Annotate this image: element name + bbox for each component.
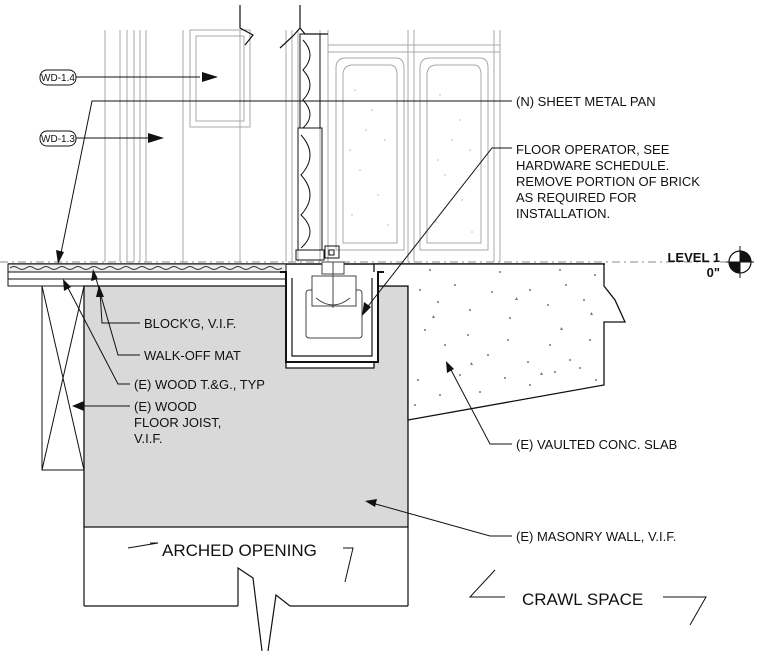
note-floor-operator-line-4: AS REQUIRED FOR xyxy=(516,190,637,205)
level-elevation: 0" xyxy=(707,265,720,280)
label-arched-opening: ARCHED OPENING xyxy=(162,541,317,560)
level-name: LEVEL 1 xyxy=(667,250,720,265)
level-label: LEVEL 1 0" xyxy=(667,250,720,280)
detail-ref-wd13: WD-1.3 xyxy=(41,134,75,145)
note-floor-operator-line-1: FLOOR OPERATOR, SEE xyxy=(516,142,670,157)
level-marker xyxy=(726,246,754,278)
note-masonry-wall: (E) MASONRY WALL, V.I.F. xyxy=(516,529,676,544)
door-panel-stipple xyxy=(349,89,473,233)
note-walk-off-mat: WALK-OFF MAT xyxy=(144,348,241,363)
detail-ref-wd14: WD-1.4 xyxy=(41,73,75,84)
detail-ref-labels: WD-1.4 WD-1.3 xyxy=(41,73,75,145)
note-vaulted-slab: (E) VAULTED CONC. SLAB xyxy=(516,437,677,452)
note-wood-tg: (E) WOOD T.&G., TYP xyxy=(134,377,265,392)
concrete-stipple xyxy=(414,269,597,406)
callout-notes: (N) SHEET METAL PAN FLOOR OPERATOR, SEE … xyxy=(134,94,700,544)
walk-off-mat xyxy=(7,263,287,273)
leader-lines xyxy=(59,76,707,626)
floor-operator xyxy=(305,261,363,339)
leader-arrowheads xyxy=(56,72,454,507)
note-floor-joist-line-3: V.I.F. xyxy=(134,431,162,446)
note-blocking: BLOCK'G, V.I.F. xyxy=(144,316,236,331)
detail-ref-bubbles xyxy=(39,69,77,147)
note-floor-operator-line-5: INSTALLATION. xyxy=(516,206,610,221)
note-floor-operator-line-3: REMOVE PORTION OF BRICK xyxy=(516,174,700,189)
note-sheet-metal-pan: (N) SHEET METAL PAN xyxy=(516,94,656,109)
door-frame-background xyxy=(104,29,501,262)
note-floor-joist-line-1: (E) WOOD xyxy=(134,399,197,414)
label-crawl-space: CRAWL SPACE xyxy=(522,590,643,609)
top-break-line xyxy=(239,5,328,49)
area-labels: ARCHED OPENING CRAWL SPACE xyxy=(162,541,643,609)
decorative-mullion xyxy=(295,33,340,261)
wood-tg-flooring xyxy=(7,271,287,287)
vaulted-concrete-slab xyxy=(373,263,627,421)
floor-joist xyxy=(41,285,85,471)
note-floor-operator-line-2: HARDWARE SCHEDULE. xyxy=(516,158,669,173)
note-floor-joist-line-2: FLOOR JOIST, xyxy=(134,415,221,430)
arched-opening-outline xyxy=(83,527,409,652)
